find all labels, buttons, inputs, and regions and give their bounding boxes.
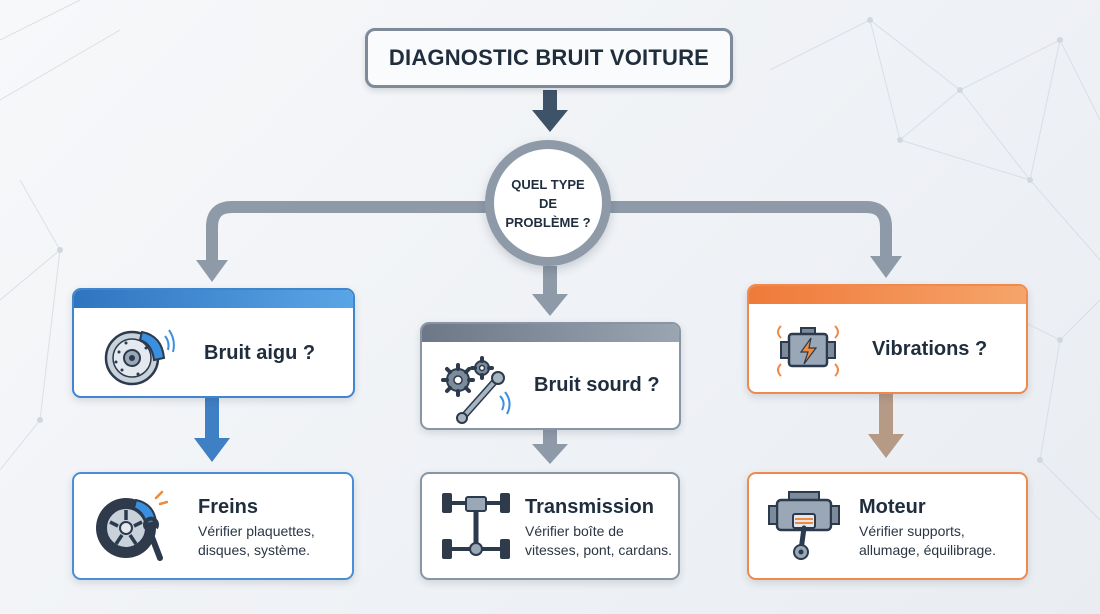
result-description: Vérifier supports, allumage, équilibrage… bbox=[859, 523, 996, 558]
hub-line-3: PROBLÈME ? bbox=[505, 214, 591, 230]
card-header-band bbox=[422, 324, 679, 342]
card-header-band bbox=[74, 290, 353, 308]
result-description: Vérifier boîte de vitesses, pont, cardan… bbox=[525, 523, 673, 558]
card-header-band bbox=[749, 286, 1026, 304]
arrow-title-to-hub bbox=[532, 90, 568, 132]
result-card-freins: Freins Vérifier plaquettes, disques, sys… bbox=[72, 472, 354, 580]
question-card-vibrations: Vibrations ? bbox=[747, 284, 1028, 394]
result-description: Vérifier plaquettes, disques, système. bbox=[198, 523, 315, 558]
question-label: Bruit sourd ? bbox=[534, 374, 660, 396]
branch-right-connector bbox=[610, 201, 902, 278]
question-label: Bruit aigu ? bbox=[204, 342, 316, 364]
brake-disc-icon bbox=[104, 329, 175, 386]
engine-piston-icon bbox=[768, 491, 840, 560]
hub-line-2: DE bbox=[538, 195, 558, 211]
question-card-bruit-aigu: Bruit aigu ? bbox=[72, 288, 355, 398]
gears-wrench-icon bbox=[441, 356, 511, 424]
wheel-brake-wrench-icon bbox=[96, 490, 168, 561]
result-title: Transmission bbox=[525, 496, 654, 518]
question-label: Vibrations ? bbox=[872, 338, 988, 360]
branch-left-connector bbox=[196, 201, 486, 282]
arrow-middle-to-transmission bbox=[532, 430, 568, 464]
result-card-moteur: Moteur Vérifier supports, allumage, équi… bbox=[747, 472, 1028, 580]
hub-line-1: QUEL TYPE bbox=[511, 176, 585, 192]
hub-question: QUEL TYPE DE PROBLÈME ? bbox=[498, 175, 598, 232]
question-card-bruit-sourd: Bruit sourd ? bbox=[420, 322, 681, 430]
engine-warning-icon bbox=[777, 325, 839, 377]
result-card-transmission: Transmission Vérifier boîte de vitesses,… bbox=[420, 472, 680, 580]
result-title: Moteur bbox=[859, 496, 926, 518]
diagram-title: DIAGNOSTIC BRUIT VOITURE bbox=[365, 28, 733, 88]
drivetrain-chassis-icon bbox=[442, 493, 510, 559]
arrow-left-to-freins bbox=[194, 398, 230, 462]
branch-middle-connector bbox=[532, 266, 568, 316]
arrow-right-to-moteur bbox=[868, 394, 904, 458]
decision-hub: QUEL TYPE DE PROBLÈME ? bbox=[485, 140, 611, 266]
result-title: Freins bbox=[198, 496, 259, 518]
